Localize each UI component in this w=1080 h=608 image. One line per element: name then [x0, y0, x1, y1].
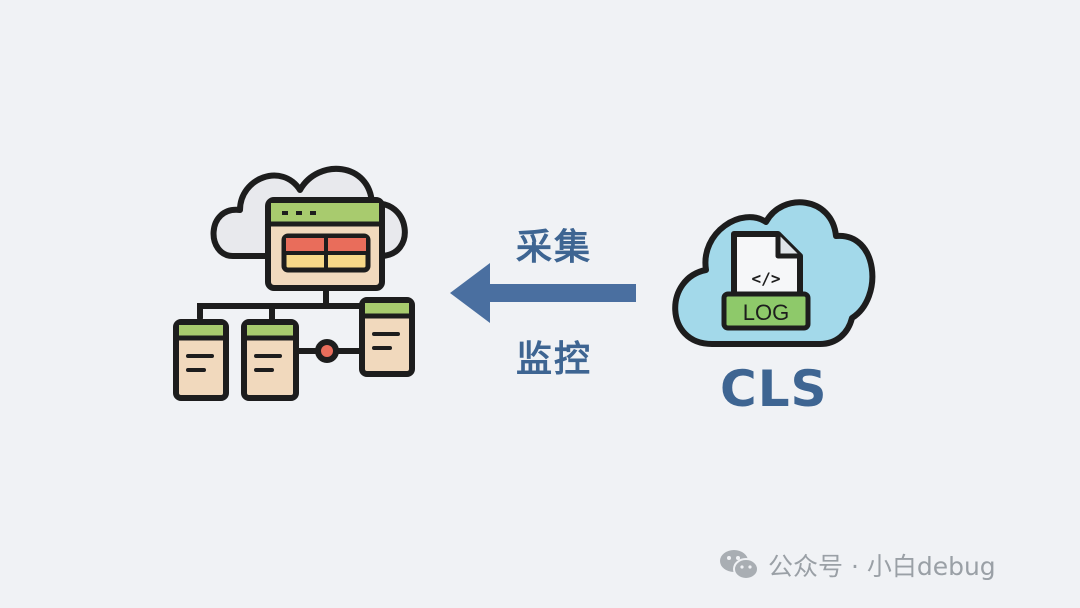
- arrow-label-bottom: 监控: [516, 339, 593, 380]
- file-code-glyph: </>: [752, 269, 781, 288]
- arrow-label-top: 采集: [516, 227, 593, 268]
- watermark-text: 公众号 · 小白debug: [768, 552, 996, 581]
- wechat-icon: [720, 550, 759, 580]
- watermark: 公众号 · 小白debug: [718, 547, 996, 583]
- log-badge-text: LOG: [743, 300, 789, 325]
- service-label-cls: CLS: [720, 360, 828, 418]
